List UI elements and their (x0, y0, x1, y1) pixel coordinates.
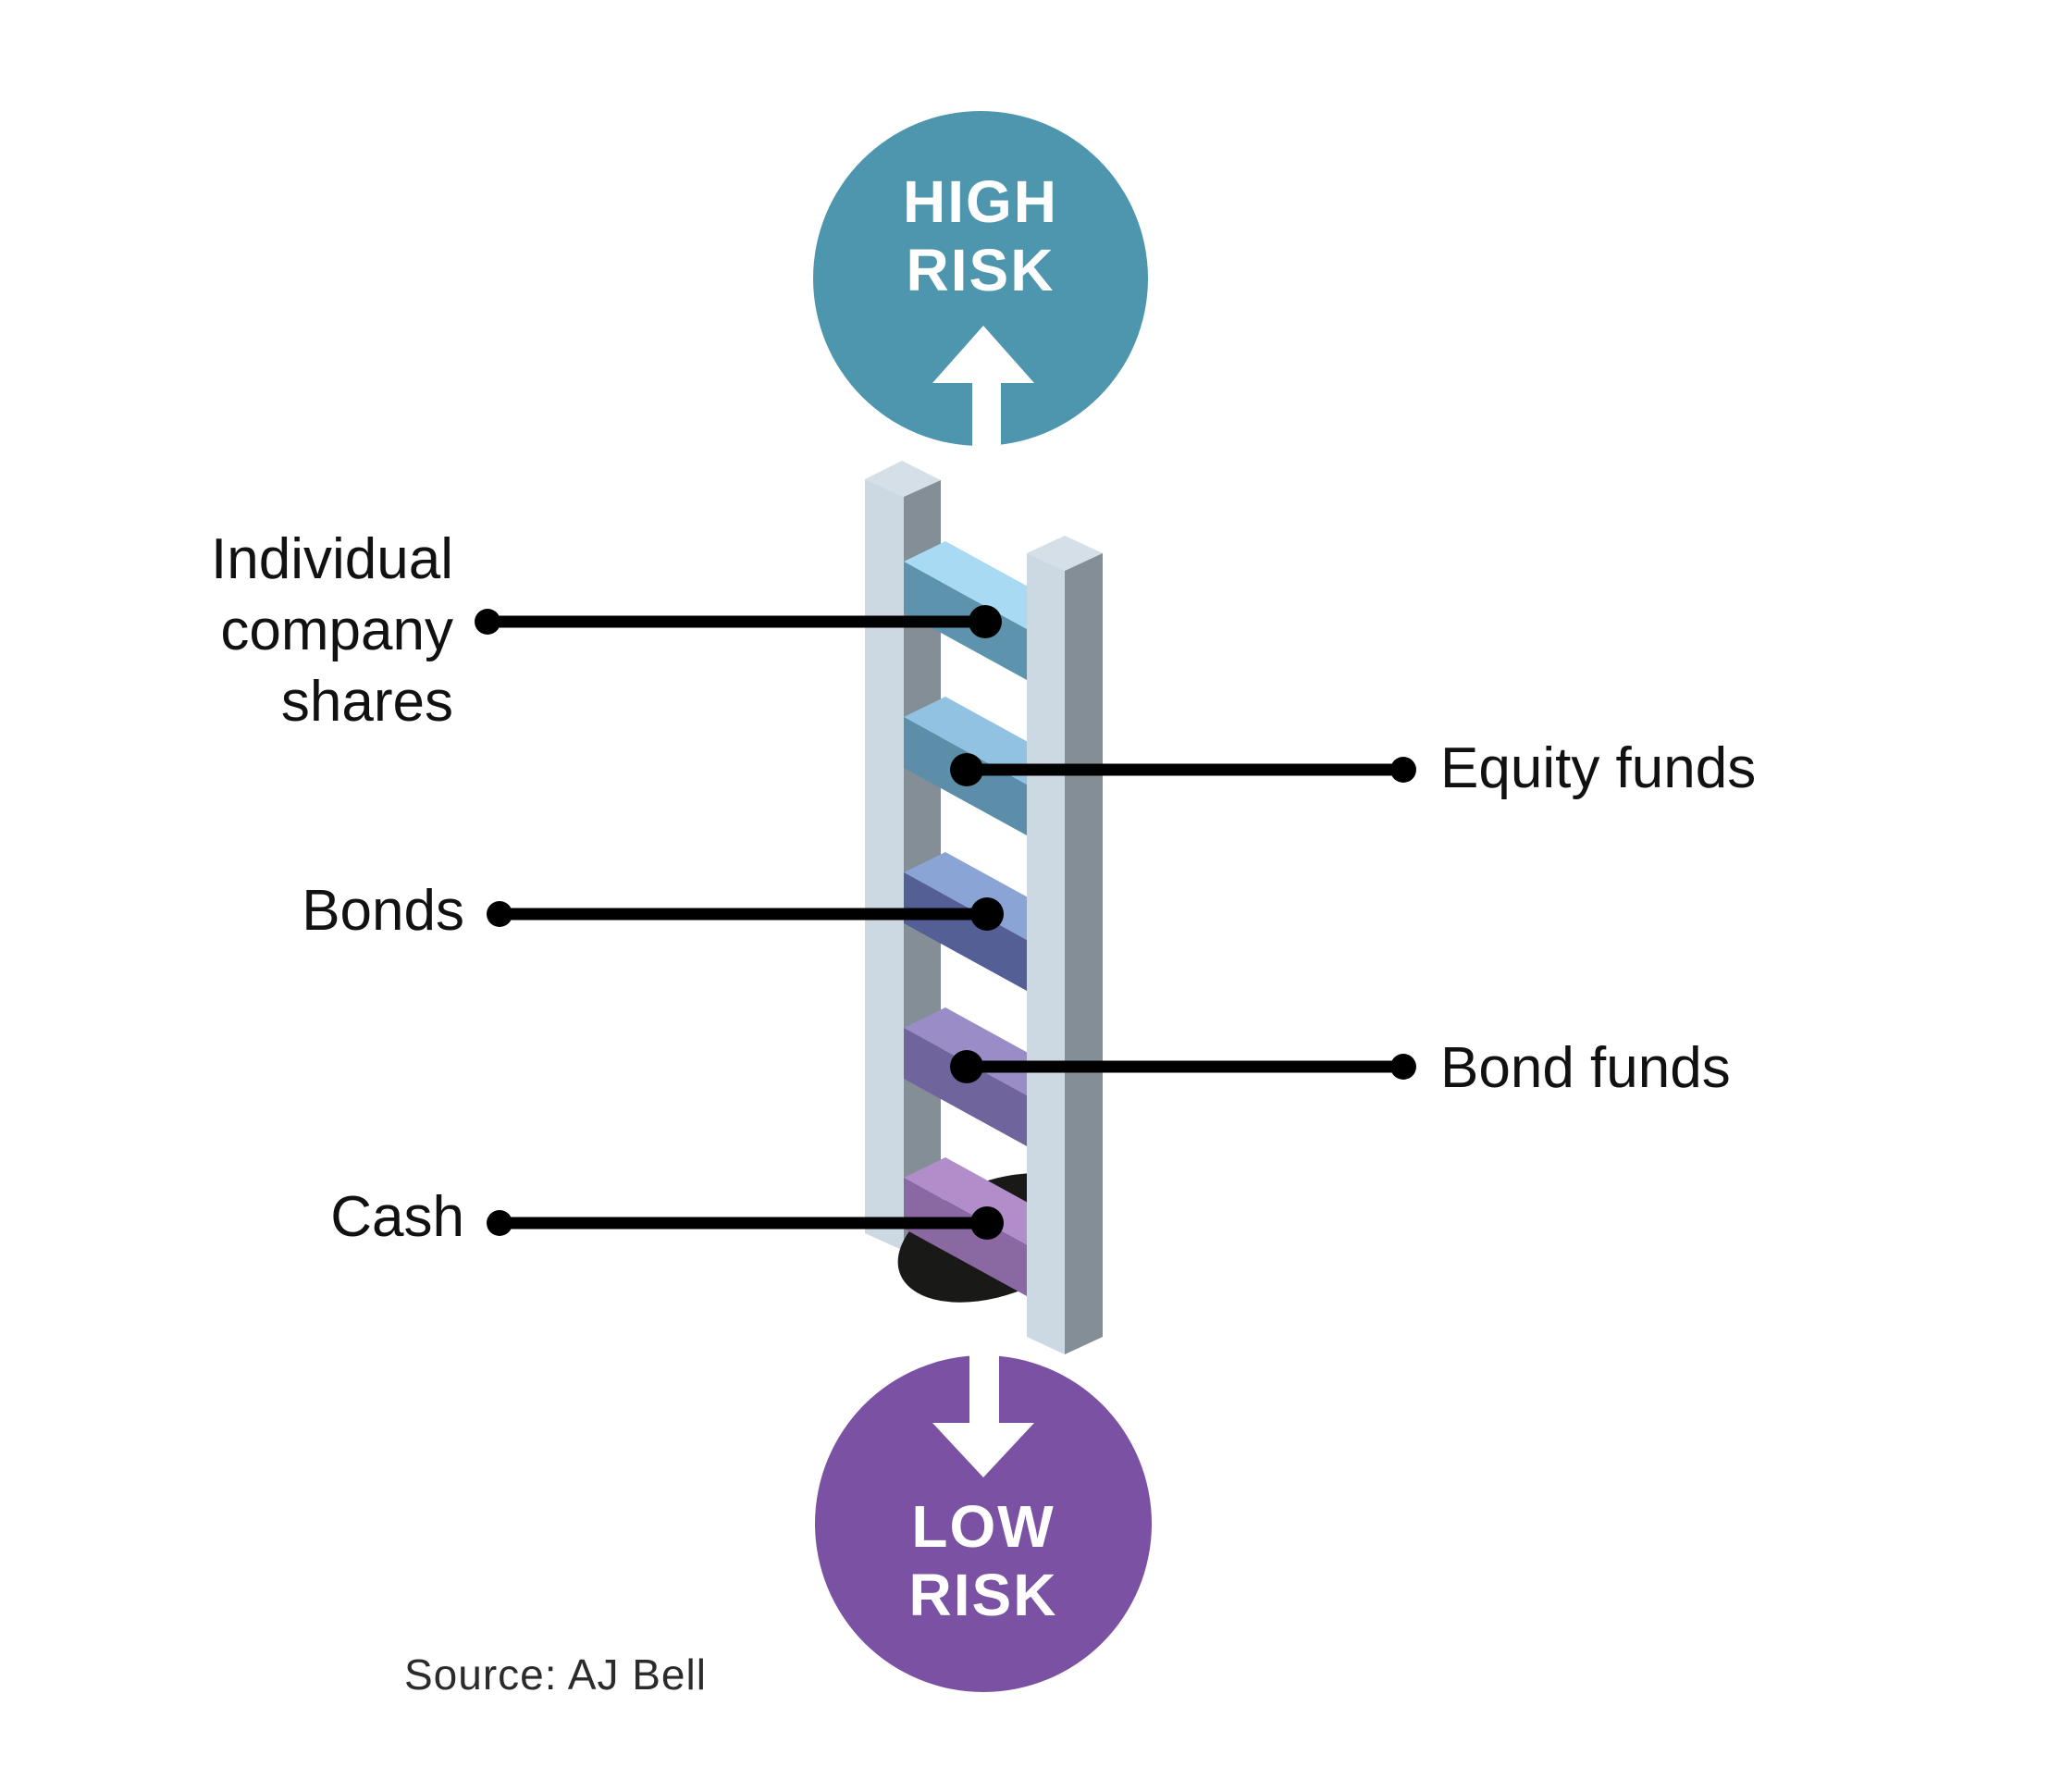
left-post-top (865, 461, 941, 497)
right-post-side (1065, 553, 1103, 1354)
rung-dot-cash (970, 1206, 1004, 1240)
label-individual-line1: Individual (211, 527, 453, 591)
high-risk-line1: HIGH (903, 168, 1058, 235)
high-risk-circle (813, 111, 1148, 446)
low-risk-badge (815, 1353, 1152, 1692)
label-dot-equity-funds (1390, 757, 1416, 783)
arrow-up-icon (932, 326, 1034, 460)
high-risk-badge (813, 111, 1148, 460)
rung-3-front (904, 872, 1027, 991)
source-note: Source: AJ Bell (404, 1650, 707, 1699)
left-post-front (865, 479, 904, 1251)
arrow-down-icon (932, 1353, 1034, 1477)
rung-dot-bonds (970, 897, 1004, 931)
rung-dot-bond-funds (950, 1050, 983, 1083)
label-cash: Cash (330, 1185, 464, 1249)
label-dot-individual-company-shares (475, 609, 500, 635)
label-individual-line2: company (220, 599, 453, 662)
label-individual-line3: shares (280, 670, 453, 734)
label-individual-company-shares: Individual company shares (211, 524, 453, 737)
rung-dot-individual-company-shares (969, 605, 1002, 638)
label-bond-funds: Bond funds (1440, 1036, 1731, 1100)
label-dot-cash (487, 1210, 512, 1236)
label-dot-bonds (487, 901, 512, 927)
high-risk-label: HIGH RISK (796, 167, 1166, 304)
rung-4-front (904, 1028, 1027, 1146)
ladder-right-post (1027, 536, 1103, 1354)
label-equity-funds: Equity funds (1440, 736, 1757, 800)
rung-dot-equity-funds (950, 753, 983, 786)
label-dot-bond-funds (1390, 1054, 1416, 1080)
label-bonds: Bonds (302, 879, 464, 943)
callout-lines (488, 615, 1403, 1230)
low-risk-label: LOW RISK (798, 1492, 1168, 1629)
low-risk-line2: RISK (908, 1562, 1058, 1628)
callout-dots (475, 605, 1416, 1240)
low-risk-circle (815, 1355, 1152, 1692)
right-post-front (1027, 553, 1065, 1354)
low-risk-line1: LOW (911, 1493, 1055, 1560)
rung-5-front (904, 1178, 1027, 1296)
high-risk-line2: RISK (906, 237, 1055, 303)
